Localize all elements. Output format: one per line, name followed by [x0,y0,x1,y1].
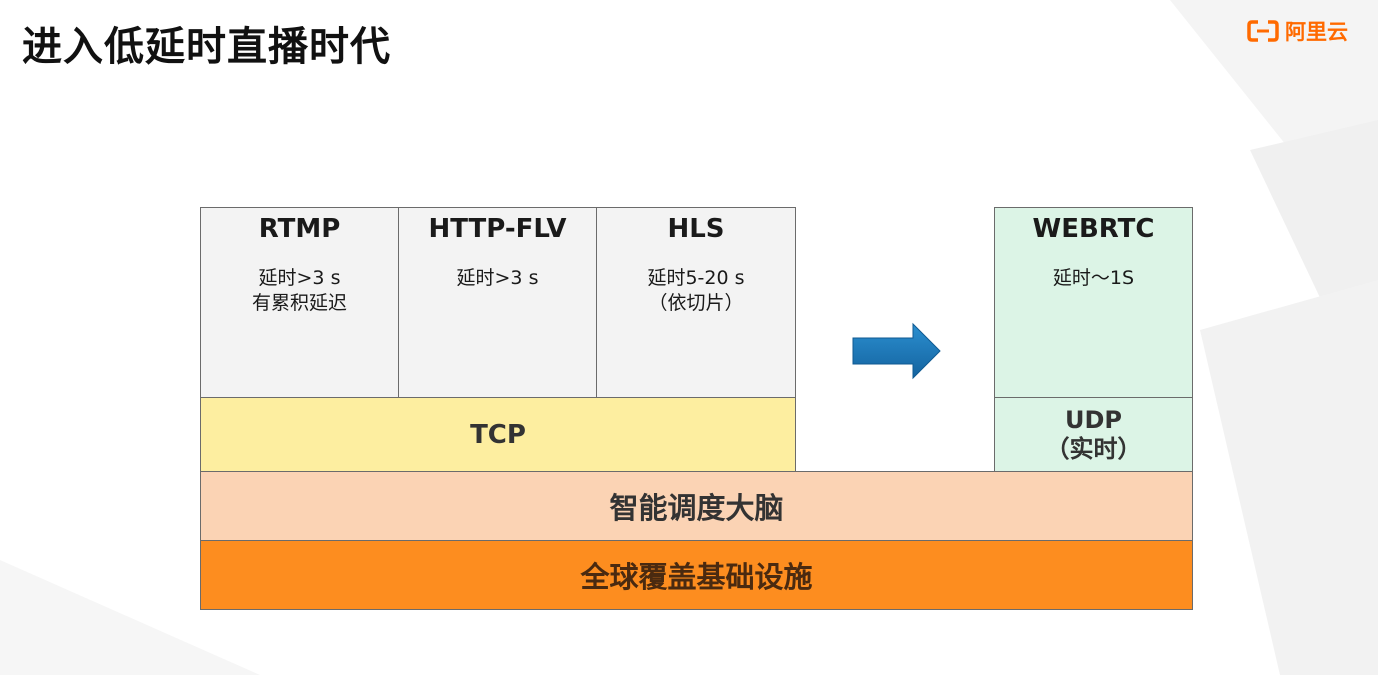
protocol-name: RTMP [258,214,341,244]
protocol-desc: 延时～1S [1052,267,1135,289]
tcp-layer: TCP [200,397,796,472]
udp-layer: UDP （实时） [994,397,1193,472]
protocol-desc: 延时>3 s 有累积延迟 [251,267,347,314]
protocol-desc: 延时5-20 s （依切片） [647,267,745,314]
protocol-name: HLS [667,214,725,244]
aliyun-logo: 阿里云 [1247,16,1348,46]
infrastructure-layer: 全球覆盖基础设施 [200,540,1193,610]
udp-sublabel: （实时） [1045,434,1142,463]
page-title: 进入低延时直播时代 [22,24,391,70]
protocol-name: HTTP-FLV [428,214,567,244]
aliyun-logo-icon [1247,20,1279,42]
protocol-desc: 延时>3 s [456,267,539,289]
hls-box: HLS 延时5-20 s （依切片） [596,207,796,398]
udp-label: UDP [1065,405,1122,434]
logo-text: 阿里云 [1285,20,1348,44]
rtmp-box: RTMP 延时>3 s 有累积延迟 [200,207,399,398]
protocol-name: WEBRTC [1032,214,1155,244]
right-arrow-icon [852,322,941,380]
http-flv-box: HTTP-FLV 延时>3 s [398,207,597,398]
scheduling-brain-layer: 智能调度大脑 [200,471,1193,541]
webrtc-box: WEBRTC 延时～1S [994,207,1193,398]
